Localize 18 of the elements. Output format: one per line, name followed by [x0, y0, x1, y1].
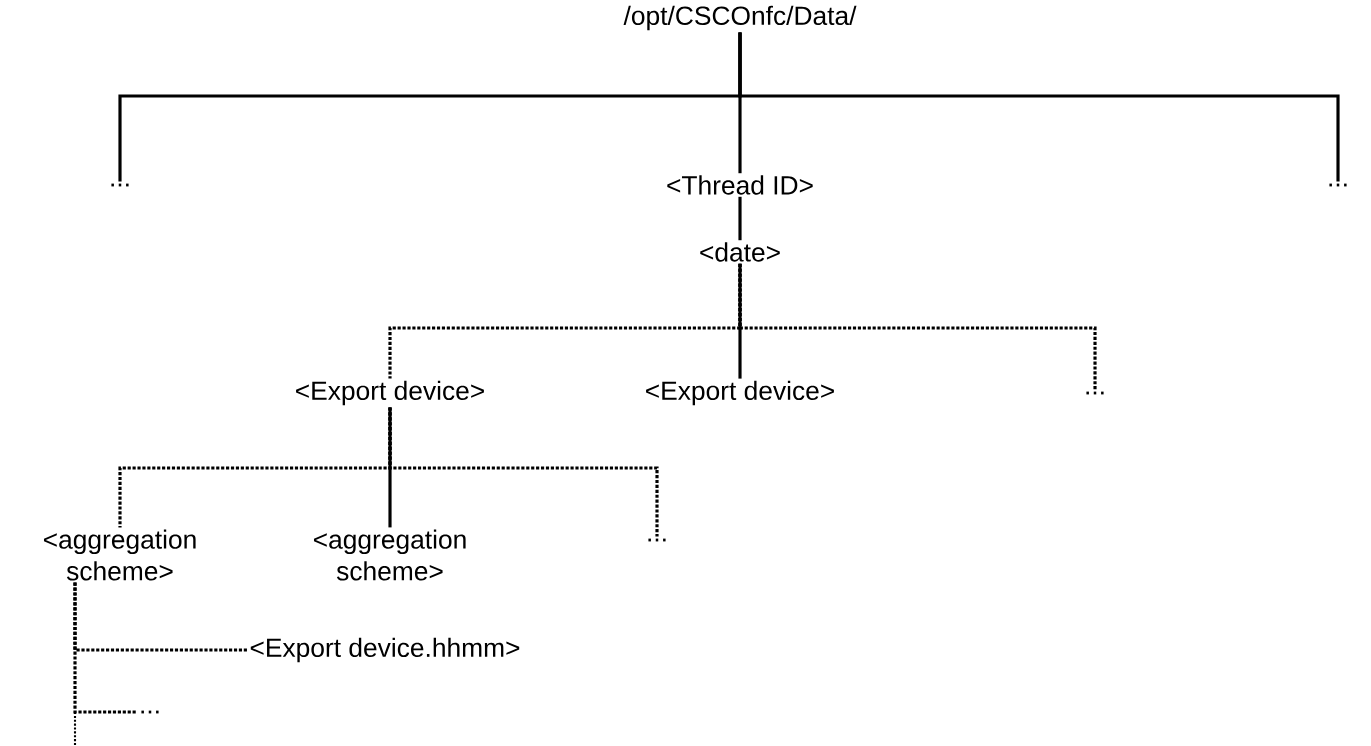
- tree-label: /opt/CSCOnfc/Data/: [623, 5, 857, 31]
- tree-line: [738, 196, 742, 241]
- tree-label: ...: [141, 710, 159, 714]
- tree-line: [738, 263, 1097, 390]
- tree-label: <aggregation scheme>: [44, 529, 196, 581]
- tree-line: [738, 32, 1340, 182]
- tree-line: [73, 582, 137, 714]
- tree-label: <Export device>: [296, 380, 484, 406]
- tree-label: ...: [111, 183, 129, 187]
- tree-label: <date>: [700, 242, 780, 262]
- tree-label: <Export device.hhmm>: [250, 637, 520, 663]
- tree-label: <aggregation scheme>: [314, 529, 466, 581]
- tree-label: <Thread ID>: [667, 175, 813, 195]
- tree-line: [388, 407, 659, 537]
- tree-label: ...: [1329, 183, 1347, 187]
- tree-label: ...: [648, 538, 666, 542]
- tree-label: <Export device>: [646, 380, 834, 406]
- tree-label: ...: [1086, 391, 1104, 395]
